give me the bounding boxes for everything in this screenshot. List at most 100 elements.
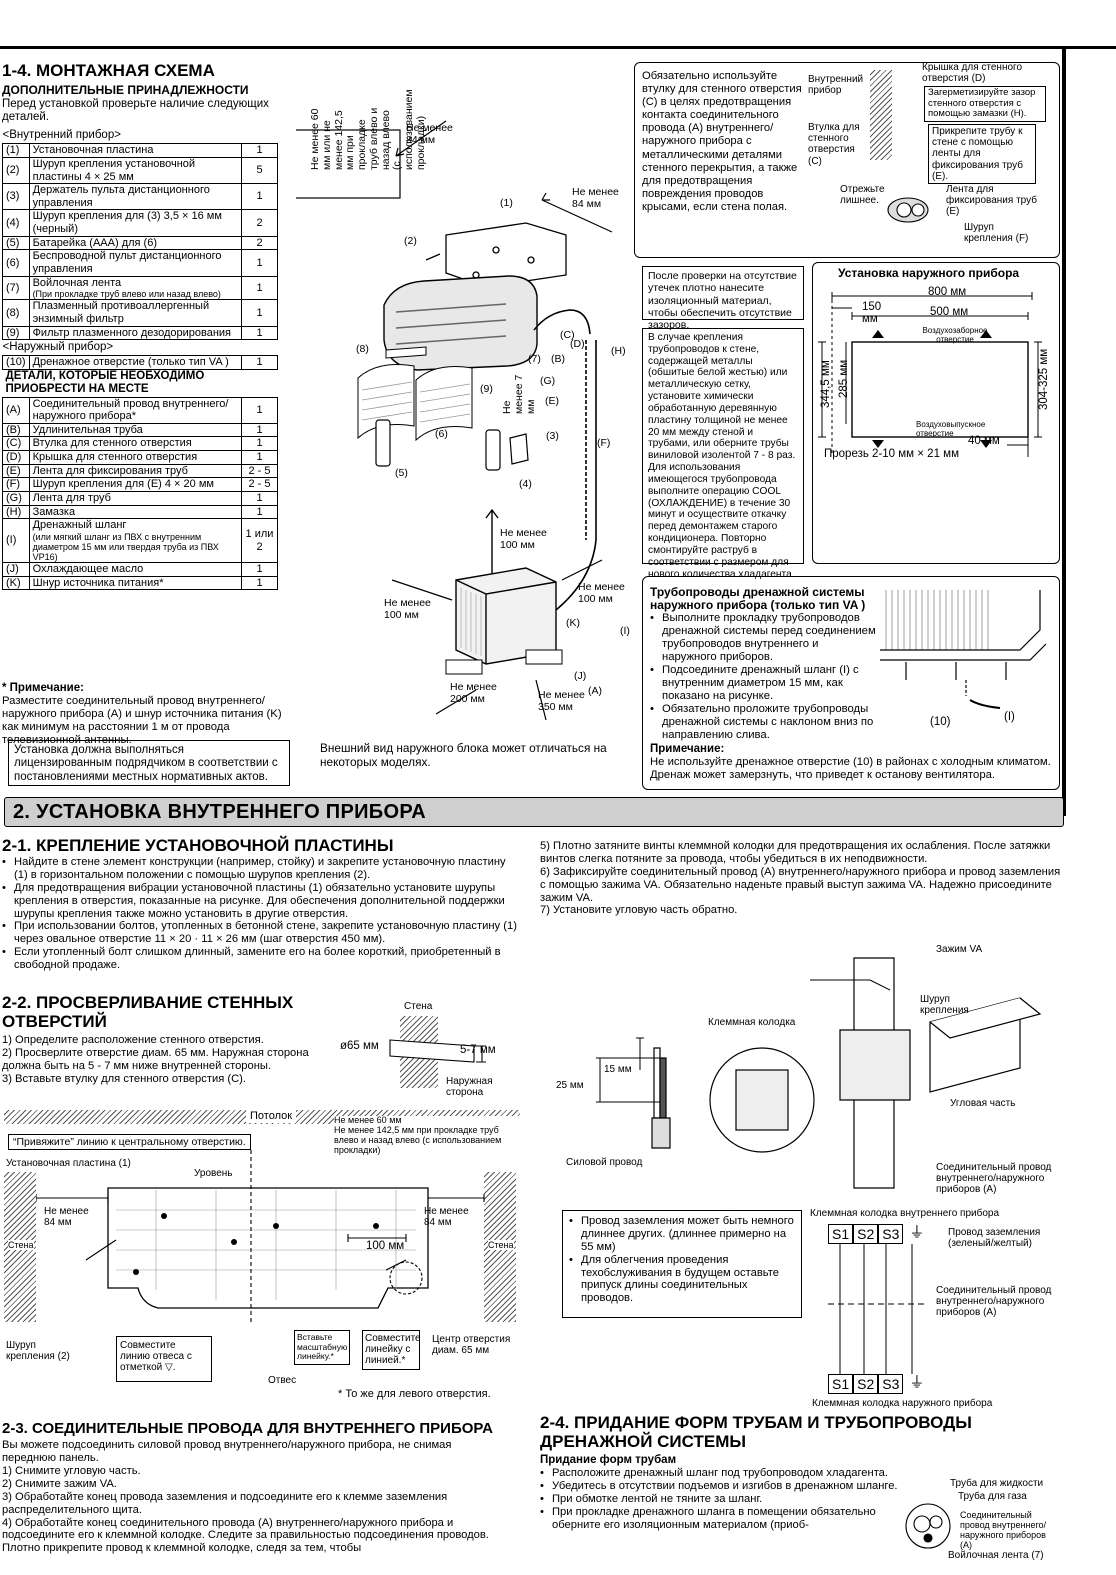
s21-item: Если утопленный болт слишком длинный, за… [2,946,520,972]
section-title-1-4: 1-4. МОНТАЖНАЯ СХЕМА [2,61,215,80]
part-qty: 1 [241,183,278,211]
plate-tie: “Привяжите” линию к центральному отверст… [8,1134,251,1151]
part-name: Лента для труб [28,491,243,506]
min100-right-label: Не менее 100 мм [578,581,625,605]
terminal-s3-outdoor: S3 [878,1374,904,1395]
plate-match: Совместите линейку с линией.* [362,1330,421,1370]
plate-wall-l: Стена [8,1240,34,1251]
part-name: Дренажное отверстие (только тип VA ) [28,355,243,371]
plate-level: Уровень [194,1168,233,1179]
plate-min142: Не менее 142,5 мм при прокладке труб вле… [334,1124,502,1155]
outdoor-look-note: Внешний вид наружного блока может отлича… [320,741,607,769]
part-number: (A) [2,396,30,424]
label-p9: (9) [480,383,493,395]
part-name: Войлочная лента(При прокладке труб влево… [28,275,243,301]
part-qty: 1 [241,143,278,158]
corner-label: Угловая часть [950,1098,1016,1109]
terminal-s2-outdoor: S2 [853,1374,879,1395]
s24-item: Расположите дренажный шланг под трубопро… [540,1467,904,1480]
drain-title: Трубопроводы дренажной системы наружного… [650,585,866,613]
part-number: (D) [2,450,30,465]
label-p2: (2) [404,235,417,247]
clamp-label: Зажим VA [936,944,983,955]
part-name: Втулка для стенного отверстия [28,436,243,452]
s23r-item: 6) Зафиксируйте соединительный провод (A… [540,865,1061,904]
accessories-title: ДОПОЛНИТЕЛЬНЫЕ ПРИНАДЛЕЖНОСТИ [2,83,249,97]
part-qty: 1 [241,436,278,452]
part-name: Соединительный провод внутреннего/наружн… [28,396,243,424]
wall-diag-cut: Отрежьте лишнее. [840,184,885,207]
wall-diag-indoor: Внутренний прибор [808,74,864,97]
label-pI: (I) [620,625,630,637]
part-name: Плазменный противоаллергенный энзимный ф… [28,299,243,327]
table-row: (5)Батарейка (AAA) для (6)2 [2,235,278,251]
part-name: Охлаждающее масло [28,562,243,577]
plate-wall-r: Стена [488,1240,514,1251]
top-rule [0,46,1116,49]
drain-diagram [880,590,1047,709]
gas-pipe-label: Труба для газа [958,1491,1027,1502]
s23-list: 1) Снимите угловую часть. 2) Снимите заж… [2,1465,520,1555]
s22-item: 3) Вставьте втулку для стенного отверсти… [2,1072,247,1085]
part-name: Шуруп крепления для (E) 4 × 20 мм [28,477,243,493]
part-qty: 2 - 5 [241,463,278,479]
table-row: (6)Беспроводной пульт дистанционного упр… [2,249,278,277]
outdoor-install-title: Установка наружного прибора [838,266,1020,280]
pipe-tape-sketch [887,197,929,223]
terminal-s1-indoor: S1 [828,1224,854,1245]
dim-40: 40 мм [968,435,1000,447]
felt-tape-label: Войлочная лента (7) [948,1550,1044,1561]
note-title: * Примечание: [2,682,84,694]
drain-item: Обязательно проложите трубопроводы дрена… [650,703,876,742]
s24-sub: Придание форм трубам [540,1454,677,1466]
label-pG: (G) [540,375,556,387]
part-number: (9) [2,325,30,341]
label-p6: (6) [435,428,448,440]
wall-diag-fix: Прикрепите трубу к стене с помощью ленты… [928,124,1036,184]
s22-d65: ø65 мм [340,1040,379,1052]
plate-min-notes: Не менее 60 мм Не менее 142,5 мм при про… [334,1115,520,1156]
outdoor-install-diagram [818,292,1042,457]
outdoor-install-box [812,262,1060,564]
label-p5: (5) [395,467,408,479]
s22-item: 2) Просверлите отверстие диам. 65 мм. На… [2,1046,309,1072]
indoor-terminals: S1 S2 S3 ⏚ [828,1224,924,1245]
label-p3: (3) [546,430,559,442]
section-title-2-3: 2-3. СОЕДИНИТЕЛЬНЫЕ ПРОВОДА ДЛЯ ВНУТРЕНН… [2,1420,493,1437]
part-number: (B) [2,422,30,438]
label-pF: (F) [597,437,611,449]
part-qty: 2 - 5 [241,477,278,493]
dim-500: 500 мм [930,306,969,318]
part-number: (G) [2,491,30,506]
table-row: (4)Шуруп крепления для (3) 3,5 × 16 мм (… [2,209,278,237]
min350-label: Не менее 350 мм [538,689,585,713]
part-number: (C) [2,436,30,452]
wall-diag-tape: Лента для фиксирования труб (E) [946,184,1037,218]
ground-box-item: Для облегчения проведения техобслуживани… [569,1254,795,1306]
wall-diag-screw: Шуруп крепления (F) [964,222,1029,245]
terminal-diagram [596,957,1042,1189]
drain-item: Выполните прокладку трубопроводов дренаж… [650,612,876,664]
part-number: (6) [2,249,30,277]
part-name: Фильтр плазменного дезодорирования [28,325,243,341]
part-qty: 1 [241,325,278,341]
plate-center: Центр отверстия диам. 65 мм [432,1334,511,1357]
plate-ceiling: Потолок [246,1110,297,1123]
part-qty: 1 [241,422,278,438]
part-number: (7) [2,275,30,301]
wall-diag-cover: Крышка для стенного отверстия (D) [922,62,1023,85]
min84-top-label: Не менее 84 мм [406,122,453,147]
dim-344: 344,5 мм [820,360,832,408]
plate-screw: Шуруп крепления (2) [6,1340,70,1363]
s21-item: Найдите в стене элемент конструкции (нап… [2,856,520,882]
right-rule [1062,46,1066,816]
s23-item: 3) Обработайте конец провода заземления … [2,1490,448,1516]
part-qty: 1 [241,355,278,371]
outdoor-tb-label: Клеммная колодка наружного прибора [812,1398,993,1409]
